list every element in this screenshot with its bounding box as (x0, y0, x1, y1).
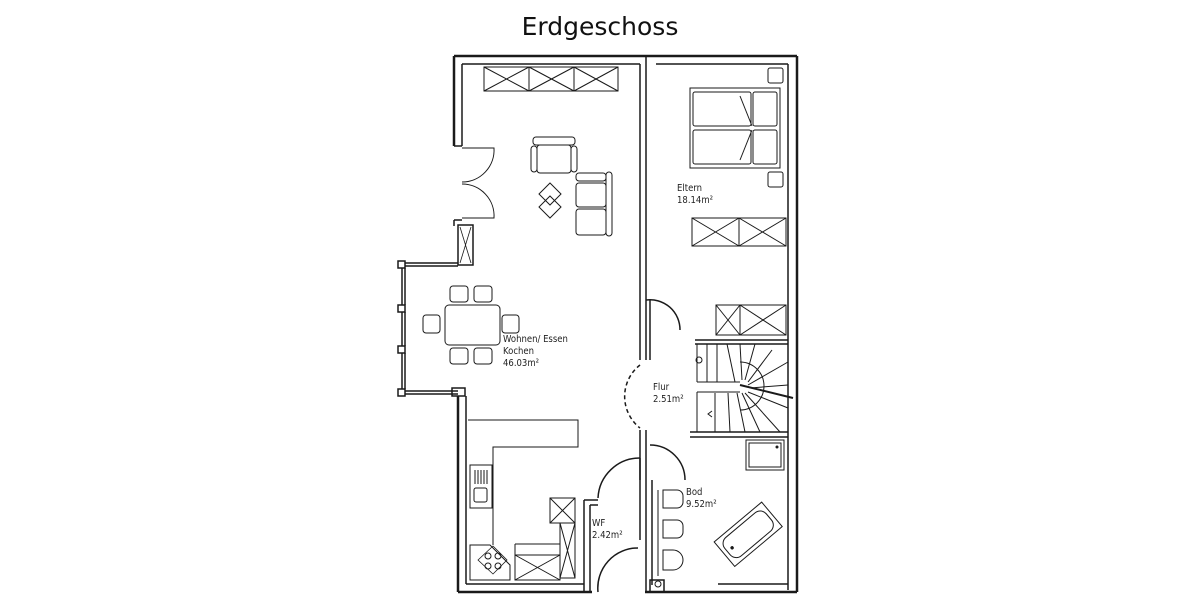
bed (689, 67, 784, 188)
staircase (695, 343, 794, 433)
room-area: 2.51m² (653, 394, 684, 405)
room-area: 18.14m² (677, 195, 714, 206)
room-name: Wohnen/ Essen (503, 334, 568, 345)
room-area: 9.52m² (686, 499, 717, 510)
dining-table (422, 285, 520, 365)
room-name: Bod (686, 487, 703, 498)
room-label-bod: Bod 9.52m² (686, 487, 717, 511)
entrance-door (461, 147, 495, 219)
kitchen (468, 419, 579, 581)
room-name-2: Kochen (503, 346, 535, 357)
room-name: Eltern (677, 183, 703, 194)
room-label-wohnen: Wohnen/ Essen Kochen 46.03m² (503, 334, 568, 370)
bathroom-fixtures (654, 439, 785, 588)
living-cabinet (483, 66, 619, 92)
room-area: 2.42m² (592, 530, 623, 541)
room-area: 46.03m² (503, 358, 540, 369)
room-label-wf: WF 2.42m² (592, 518, 623, 542)
interior-walls (583, 56, 788, 593)
room-name: WF (592, 518, 606, 529)
floor-plan-title: Erdgeschoss (521, 12, 679, 41)
outer-walls (397, 54, 799, 594)
room-label-flur: Flur 2.51m² (653, 382, 684, 406)
room-label-eltern: Eltern 18.14m² (677, 183, 713, 207)
room-name: Flur (653, 382, 670, 393)
bedroom-wardrobe (691, 217, 787, 336)
sofa-set (530, 136, 613, 237)
